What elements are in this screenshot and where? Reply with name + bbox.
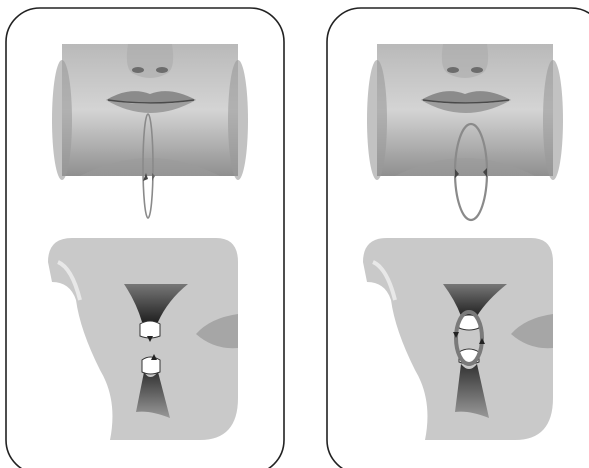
left-face-photo [52,44,248,180]
left-panel [6,8,284,468]
right-panel [327,8,589,468]
left-sagittal-diagram [48,238,238,440]
right-sagittal-diagram [363,238,553,440]
right-face-photo [367,44,563,180]
